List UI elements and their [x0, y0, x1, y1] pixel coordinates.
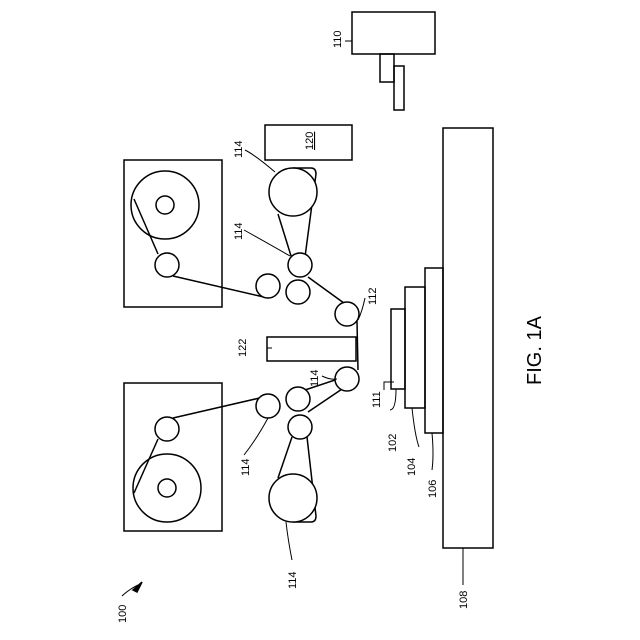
label-112: 112 — [367, 287, 379, 305]
label-111: 111 — [371, 391, 383, 408]
upper-reel-guide — [155, 253, 179, 277]
lower-reel-unit — [124, 383, 264, 531]
layer-102 — [391, 309, 405, 389]
roller-114-upper-c — [256, 274, 280, 298]
roller-112 — [335, 302, 359, 326]
roller-114-upper-a — [288, 253, 312, 277]
lower-supply-reel — [133, 454, 201, 522]
roller-114-lower-c — [256, 394, 280, 418]
layer-104 — [405, 287, 425, 408]
component-110 — [352, 12, 435, 110]
lower-roller-assembly — [256, 367, 359, 522]
component-122 — [267, 337, 356, 361]
label-114-bottom: 114 — [287, 571, 299, 589]
upper-reel-hub — [156, 196, 174, 214]
label-100: 100 — [117, 605, 129, 623]
reference-labels: 110 120 114 114 112 122 114 111 102 104 … — [117, 30, 546, 623]
roller-114-lower-a — [288, 415, 312, 439]
label-104: 104 — [406, 458, 418, 476]
upper-supply-reel — [131, 171, 199, 239]
layer-106 — [425, 268, 443, 433]
roller-114-lower-d — [335, 367, 359, 391]
label-114-upper: 114 — [233, 222, 245, 240]
upper-roller-assembly — [256, 168, 359, 326]
label-114-top: 114 — [233, 140, 245, 158]
roller-114-lower-b — [286, 387, 310, 411]
transfer-ribbon — [357, 321, 358, 370]
label-122: 122 — [237, 339, 249, 357]
label-114-mid: 114 — [309, 369, 321, 387]
roller-114-upper-b — [286, 280, 310, 304]
label-108: 108 — [458, 591, 470, 609]
stage-108 — [443, 128, 493, 548]
roller-114-large-top — [269, 168, 317, 216]
lower-reel-guide — [155, 417, 179, 441]
label-106: 106 — [427, 480, 439, 498]
lower-reel-housing — [124, 383, 222, 531]
label-120: 120 — [304, 132, 316, 150]
roller-114-large-bottom — [269, 474, 317, 522]
upper-reel-unit — [124, 160, 268, 307]
lower-reel-hub — [158, 479, 176, 497]
figure-caption: FIG. 1A — [524, 315, 546, 385]
upper-reel-housing — [124, 160, 222, 307]
label-110: 110 — [332, 30, 344, 48]
label-114-lower: 114 — [240, 458, 252, 476]
label-102: 102 — [387, 434, 399, 452]
